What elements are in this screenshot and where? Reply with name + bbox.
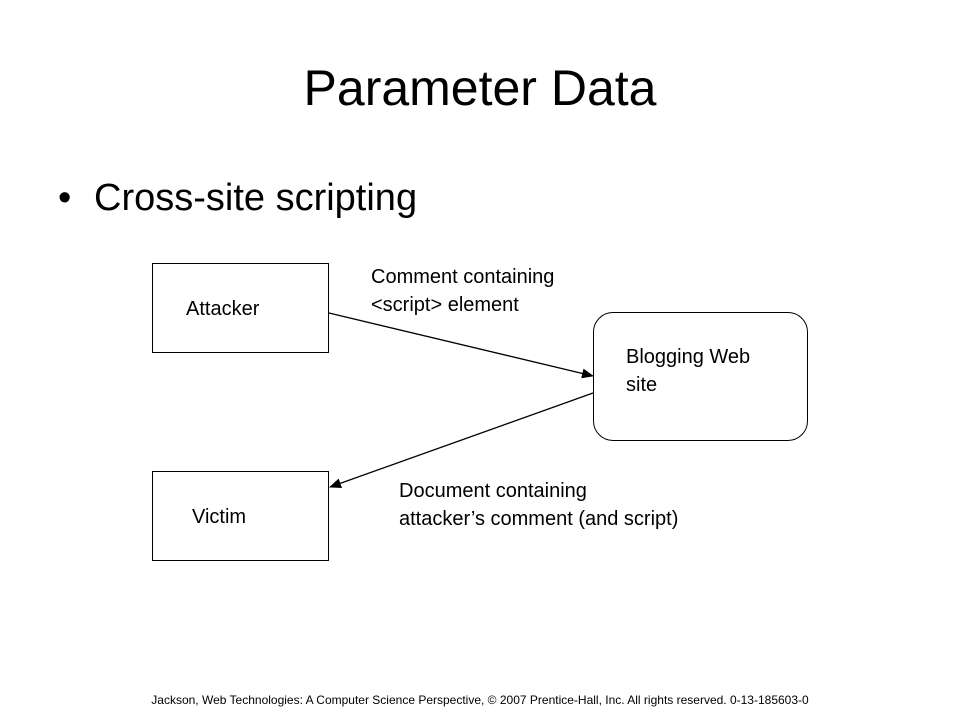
attacker-label: Attacker xyxy=(186,298,260,320)
comment-edge-label: Comment containing <script> element xyxy=(371,263,554,319)
victim-box xyxy=(152,471,329,561)
blog-to-victim-arrow xyxy=(329,392,594,489)
bullet-dot-icon: • xyxy=(58,177,72,219)
attacker-to-blog-arrow xyxy=(328,312,594,379)
slide-title: Parameter Data xyxy=(303,60,657,116)
copyright-footer: Jackson, Web Technologies: A Computer Sc… xyxy=(151,693,809,707)
comment-edge-label-line1: Comment containing xyxy=(371,266,555,288)
comment-edge-label-line2: <script> element xyxy=(371,294,519,316)
blog-site-box xyxy=(593,312,808,441)
bullet-text: Cross-site scripting xyxy=(94,177,418,219)
attacker-box xyxy=(152,263,329,353)
document-edge-label: Document containing attacker’s comment (… xyxy=(399,477,678,533)
document-edge-label-line2: attacker’s comment (and script) xyxy=(399,508,679,530)
blog-site-label-line2: site xyxy=(626,374,658,396)
document-edge-label-line1: Document containing xyxy=(399,480,587,502)
bullet-item: • Cross-site scripting xyxy=(58,173,417,223)
blog-site-label-line1: Blogging Web xyxy=(626,346,751,368)
victim-label: Victim xyxy=(192,506,247,528)
blog-site-label: Blogging Web site xyxy=(626,343,796,399)
